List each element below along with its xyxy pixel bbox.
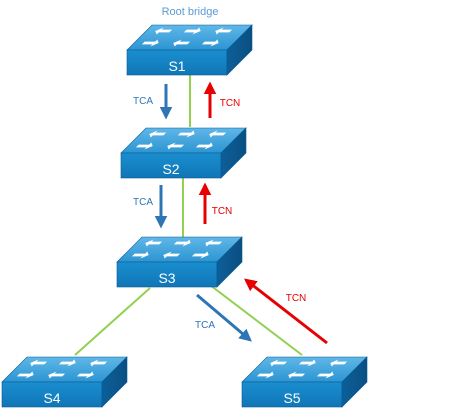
switch-s2: S2 [121, 128, 246, 178]
switch-s2-label: S2 [162, 161, 179, 177]
tcn-arrow-s3-s5 [244, 278, 328, 345]
tca-label-s3-s5: TCA [195, 320, 215, 331]
switch-s5-label: S5 [283, 390, 300, 406]
switch-s3: S3 [117, 237, 242, 287]
links [74, 75, 303, 356]
link-s3-s5 [209, 284, 303, 356]
tcn-label-s2-s3: TCN [212, 206, 233, 217]
tca-arrow-s3-s5 [196, 293, 252, 342]
link-s3-s4 [74, 287, 151, 356]
tcn-label-s3-s5: TCN [286, 293, 307, 304]
switch-s5: S5 [242, 357, 367, 407]
root-bridge-label: Root bridge [162, 6, 219, 18]
messages-s3-s5: TCA TCN [195, 278, 328, 345]
messages-s1-s2: TCA TCN [133, 81, 241, 120]
switch-s4-label: S4 [43, 390, 60, 406]
tca-label-s1-s2: TCA [133, 96, 153, 107]
tcn-label-s1-s2: TCN [220, 98, 241, 109]
switch-s3-label: S3 [158, 270, 175, 286]
switch-s1-label: S1 [168, 58, 185, 74]
switch-s4: S4 [2, 357, 127, 407]
tca-label-s2-s3: TCA [133, 197, 153, 208]
switch-s1: S1 [127, 25, 252, 75]
messages-s2-s3: TCA TCN [133, 182, 233, 229]
